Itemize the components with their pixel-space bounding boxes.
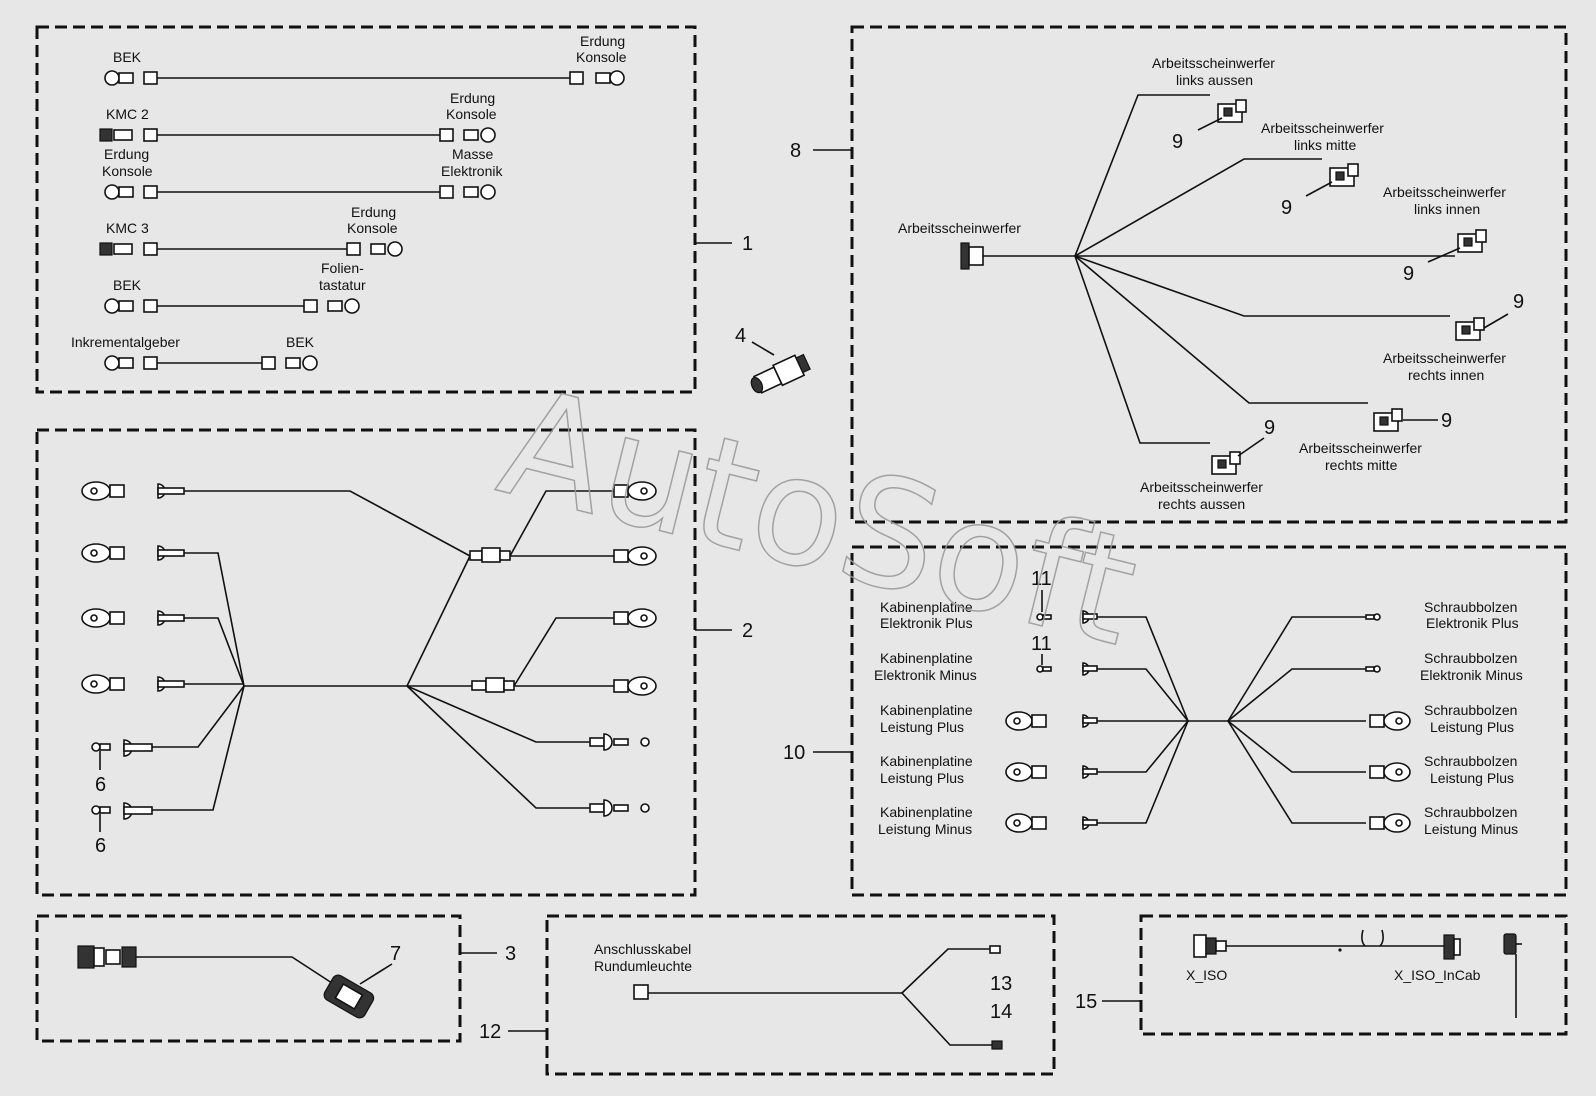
p1-row1-end-label-2: Konsole — [576, 49, 627, 65]
p10-right3-label-2: Leistung Plus — [1430, 719, 1514, 735]
p8-lamp3-label-2: links innen — [1414, 201, 1480, 217]
callout-4: 4 — [735, 325, 746, 347]
p10-right3-label-1: Schraubbolzen — [1424, 702, 1517, 718]
p10-right4-label-1: Schraubbolzen — [1424, 753, 1517, 769]
p10-right2-label-2: Elektronik Minus — [1420, 667, 1523, 683]
callout-2: 2 — [742, 620, 753, 642]
callout-15: 15 — [1075, 991, 1097, 1013]
p1-row4-end-label-2: Konsole — [347, 220, 398, 236]
p3-callout-7: 7 — [390, 943, 401, 965]
p10-left4-label-2: Leistung Plus — [880, 770, 964, 786]
p8-lamp1-label-1: Arbeitsscheinwerfer — [1152, 55, 1275, 71]
p8-source-label: Arbeitsscheinwerfer — [898, 220, 1021, 236]
panel-3-frame — [35, 914, 462, 1043]
p10-right2-label-1: Schraubbolzen — [1424, 650, 1517, 666]
p12-label-1: Anschlusskabel — [594, 941, 691, 957]
p8-lamp5-callout: 9 — [1441, 410, 1452, 432]
p1-row2-end-label-1: Erdung — [450, 90, 495, 106]
p12-label-2: Rundumleuchte — [594, 958, 692, 974]
p10-left5-label-2: Leistung Minus — [878, 821, 972, 837]
p1-row6-start-label: Inkrementalgeber — [71, 334, 180, 350]
watermark: AutoSoft — [485, 355, 1152, 680]
callout-1: 1 — [742, 233, 753, 255]
p1-row5-start-label: BEK — [113, 277, 142, 293]
p1-row3-start-label-2: Konsole — [102, 163, 153, 179]
p1-row4-end-label-1: Erdung — [351, 204, 396, 220]
p8-lamp3-callout: 9 — [1403, 263, 1414, 285]
p10-left5-label-1: Kabinenplatine — [880, 804, 973, 820]
p10-left3-label-2: Leistung Plus — [880, 719, 964, 735]
p8-lamp4-label-1: Arbeitsscheinwerfer — [1383, 350, 1506, 366]
p8-lamp5-label-2: rechts mitte — [1325, 457, 1398, 473]
panel-15-frame — [1139, 914, 1568, 1036]
p8-lamp2-label-1: Arbeitsscheinwerfer — [1261, 120, 1384, 136]
p2-callout-6a: 6 — [95, 774, 106, 796]
callout-8: 8 — [790, 140, 801, 162]
p8-lamp2-label-2: links mitte — [1294, 137, 1356, 153]
part-4-connector: 4 — [735, 325, 811, 394]
p10-right1-label-2: Elektronik Plus — [1426, 615, 1519, 631]
callout-12: 12 — [479, 1021, 501, 1043]
panel-12-frame — [545, 914, 1056, 1076]
p8-lamp1-label-2: links aussen — [1176, 72, 1253, 88]
p10-left1-label-1: Kabinenplatine — [880, 599, 973, 615]
p1-row6-end-label: BEK — [286, 334, 315, 350]
p12-callout-14: 14 — [990, 1001, 1012, 1023]
p8-lamp2-callout: 9 — [1281, 197, 1292, 219]
panel-15-cable: X_ISO X_ISO_InCab — [1186, 929, 1522, 1018]
callout-3: 3 — [505, 943, 516, 965]
p15-left-label: X_ISO — [1186, 967, 1227, 983]
p8-lamp4-callout: 9 — [1513, 291, 1524, 313]
panel-10-frame — [850, 545, 1568, 897]
p10-left2-label-2: Elektronik Minus — [874, 667, 977, 683]
p1-row5-end-label-2: tastatur — [319, 277, 366, 293]
p1-row2-end-label-2: Konsole — [446, 106, 497, 122]
p1-row1-end-label-1: Erdung — [580, 33, 625, 49]
p2-callout-6b: 6 — [95, 835, 106, 857]
p10-right4-label-2: Leistung Plus — [1430, 770, 1514, 786]
panel-1-cables: BEK Erdung Konsole KMC 2 Erdung Konsole … — [71, 33, 627, 371]
p1-row4-start-label: KMC 3 — [106, 220, 149, 236]
p10-left1-label-2: Elektronik Plus — [880, 615, 973, 631]
p1-row3-end-label-1: Masse — [452, 146, 493, 162]
p8-lamp4-label-2: rechts innen — [1408, 367, 1484, 383]
p8-lamp1-callout: 9 — [1172, 131, 1183, 153]
p8-lamp6-callout: 9 — [1264, 417, 1275, 439]
panel-1-frame — [35, 25, 697, 394]
p1-row3-end-label-2: Elektronik — [441, 163, 503, 179]
callout-10: 10 — [783, 742, 805, 764]
panel-8-frame — [850, 25, 1568, 524]
p8-lamp6-label-2: rechts aussen — [1158, 496, 1245, 512]
p10-right5-label-1: Schraubbolzen — [1424, 804, 1517, 820]
p8-lamp6-label-1: Arbeitsscheinwerfer — [1140, 479, 1263, 495]
p10-right1-label-1: Schraubbolzen — [1424, 599, 1517, 615]
panel-10-cables: Kabinenplatine Elektronik Plus Kabinenpl… — [874, 568, 1523, 837]
panel-3-cable: 7 — [77, 943, 401, 1019]
p1-row3-start-label-1: Erdung — [104, 146, 149, 162]
p8-lamp5-label-1: Arbeitsscheinwerfer — [1299, 440, 1422, 456]
p8-lamp3-label-1: Arbeitsscheinwerfer — [1383, 184, 1506, 200]
p1-row2-start-label: KMC 2 — [106, 106, 149, 122]
panel-12-cable: Anschlusskabel Rundumleuchte 13 14 — [594, 941, 1012, 1050]
p1-row1-start-label: BEK — [113, 49, 142, 65]
p15-right-label: X_ISO_InCab — [1394, 967, 1481, 983]
p10-left3-label-1: Kabinenplatine — [880, 702, 973, 718]
p10-right5-label-2: Leistung Minus — [1424, 821, 1518, 837]
p10-callout-11a: 11 — [1031, 568, 1052, 590]
p10-left4-label-1: Kabinenplatine — [880, 753, 973, 769]
p10-callout-11b: 11 — [1031, 633, 1052, 655]
panel-8-lamps: Arbeitsscheinwerfer Arbeitsscheinwerfer … — [898, 55, 1524, 512]
p1-row5-end-label-1: Folien- — [321, 260, 364, 276]
panel-2-harness: 6 6 — [81, 481, 657, 857]
panel-2-frame — [35, 428, 697, 897]
p10-left2-label-1: Kabinenplatine — [880, 650, 973, 666]
p12-callout-13: 13 — [990, 973, 1012, 995]
